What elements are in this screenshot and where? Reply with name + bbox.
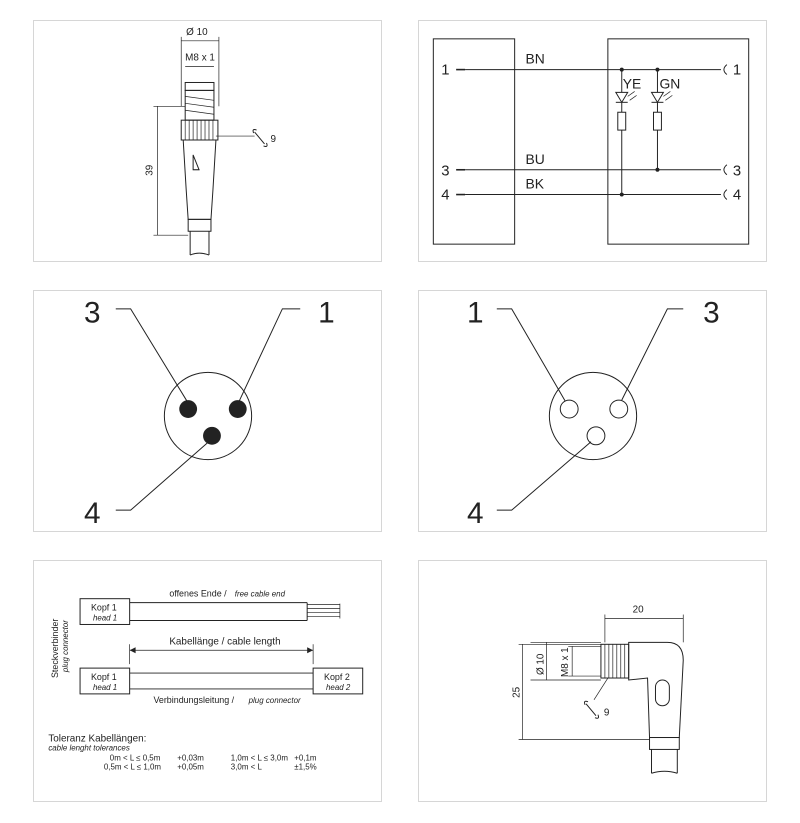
pin-4-contact (203, 426, 221, 445)
cable-length-drawing: Steckverbinder plug connector Kopf 1 hea… (48, 589, 364, 771)
wrench-size-label: 9 (604, 708, 610, 719)
male-pinout-panel: 3 1 4 (33, 290, 382, 532)
pin-1-socket (559, 399, 579, 419)
wire-bn-label: BN (526, 51, 545, 67)
pin-4-label: 4 (467, 497, 484, 530)
tolerance-range-3: 1,0m < L ≤ 3,0m (231, 753, 289, 762)
bottom-head1-label: Kopf 1 (91, 672, 117, 682)
female-pinout-diagram: 1 3 4 (467, 297, 720, 530)
length-label: 39 (144, 164, 155, 176)
side-label-en: plug connector (61, 620, 70, 673)
cable-length-panel: Steckverbinder plug connector Kopf 1 hea… (33, 560, 382, 802)
tolerance-value-3: +0,1m (294, 753, 317, 762)
pin-4-socket (586, 426, 606, 446)
right-pin-4: 4 (733, 188, 741, 204)
height-label: 25 (512, 686, 523, 698)
straight-connector-drawing: Ø 10 M8 x 1 39 9 (144, 27, 276, 256)
top-head1-label: Kopf 1 (91, 603, 117, 613)
pin-3-label: 3 (703, 297, 720, 330)
left-pin-1: 1 (441, 63, 449, 79)
head2-label: Kopf 2 (324, 672, 350, 682)
wiring-diagram: 1 3 4 BN BU BK 1 3 4 YE (432, 38, 750, 245)
plug-connector-en: plug connector (248, 696, 301, 705)
diameter-label: Ø 10 (186, 27, 208, 38)
straight-connector-panel: Ø 10 M8 x 1 39 9 (33, 20, 382, 262)
thread-label: M8 x 1 (560, 647, 571, 677)
pin-1-label: 1 (318, 297, 335, 330)
wrench-size-label: 9 (270, 134, 276, 145)
left-pin-4: 4 (441, 188, 449, 204)
plug-connector-label: Verbindungsleitung / (153, 695, 234, 705)
tolerance-title: Toleranz Kabellängen: (48, 733, 146, 744)
pin-1-contact (228, 400, 247, 418)
tolerance-title-en: cable lenght tolerances (48, 743, 130, 752)
cable-length-label: Kabellänge / cable length (169, 636, 280, 647)
left-pin-3: 3 (441, 164, 449, 180)
female-pinout-panel: 1 3 4 (418, 290, 767, 532)
free-end-en: free cable end (235, 590, 286, 599)
wrench-icon (252, 129, 268, 148)
diameter-label: Ø 10 (535, 653, 546, 675)
tolerance-value-1: +0,03m (177, 753, 204, 762)
pin-3-socket (609, 399, 629, 419)
tolerance-range-1: 0m < L ≤ 0,5m (110, 753, 161, 762)
tolerance-value-2: +0,05m (177, 762, 204, 771)
wire-bu-label: BU (526, 151, 545, 167)
angled-connector-drawing: 20 Ø 10 M8 x 1 25 9 (512, 605, 684, 774)
tolerance-value-4: ±1,5% (294, 762, 316, 771)
wire-bk-label: BK (526, 176, 545, 192)
led-gn-label: GN (659, 75, 680, 91)
led-ye-label: YE (623, 75, 642, 91)
wiring-diagram-panel: 1 3 4 BN BU BK 1 3 4 YE (418, 20, 767, 262)
side-label: Steckverbinder (50, 619, 60, 678)
head2-en: head 2 (326, 683, 351, 692)
pin-3-contact (179, 400, 198, 418)
tolerance-range-2: 0,5m < L ≤ 1,0m (104, 762, 162, 771)
pin-1-label: 1 (467, 297, 484, 330)
free-end-label: offenes Ende / (169, 589, 227, 599)
right-pin-3: 3 (733, 164, 741, 180)
pin-3-label: 3 (84, 297, 101, 330)
male-pinout-diagram: 3 1 4 (84, 297, 335, 530)
width-label: 20 (633, 605, 645, 616)
tolerance-range-4: 3,0m < L (231, 762, 263, 771)
angled-connector-panel: 20 Ø 10 M8 x 1 25 9 (418, 560, 767, 802)
pin-4-label: 4 (84, 497, 101, 530)
thread-label: M8 x 1 (185, 53, 215, 64)
bottom-head1-en: head 1 (93, 683, 117, 692)
top-head1-en: head 1 (93, 614, 117, 623)
wrench-icon (584, 700, 600, 719)
right-pin-1: 1 (733, 63, 741, 79)
